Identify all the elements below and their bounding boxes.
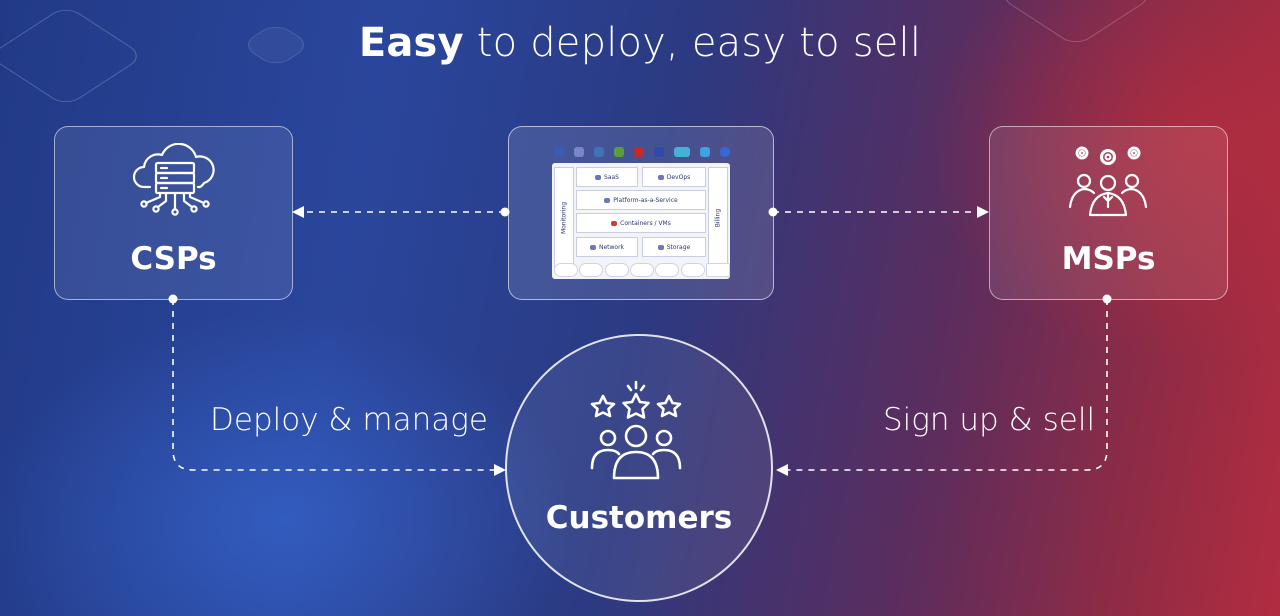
php-logo-icon: [574, 147, 584, 157]
containers-label: Containers / VMs: [620, 219, 671, 227]
python-logo-icon: [594, 147, 604, 157]
devops-label: DevOps: [666, 173, 691, 181]
team-gears-icon: [1068, 146, 1148, 217]
kubernetes-logo-icon: [720, 147, 730, 157]
arrow-head-customers-left: [494, 464, 506, 476]
technology-logos-row: [554, 145, 730, 159]
arrow-head-left: [292, 206, 304, 218]
csps-card: CSPs: [54, 126, 293, 300]
cloud-provider-logo-icon: [554, 263, 578, 277]
connector-dot: [500, 207, 510, 217]
ruby-logo-icon: [634, 147, 644, 157]
storage-label: Storage: [666, 243, 691, 251]
customers-label: Customers: [545, 500, 733, 536]
customers-node: Customers: [505, 334, 773, 602]
cloud-providers-row: [554, 263, 730, 277]
go-logo-icon: [674, 147, 690, 157]
saas-block: SaaS: [576, 167, 638, 187]
msps-card: MSPs: [989, 126, 1228, 300]
network-label: Network: [598, 243, 625, 251]
containers-block: Containers / VMs: [576, 213, 706, 233]
billing-label: Billing: [714, 208, 722, 228]
devops-block: DevOps: [642, 167, 706, 187]
msps-to-customers-line: [786, 299, 1108, 471]
cloud-provider-logo-icon: [629, 263, 654, 277]
cloud-provider-logo-icon: [680, 263, 705, 277]
paas-block: Platform-as-a-Service: [576, 190, 706, 210]
msps-label: MSPs: [1061, 241, 1156, 277]
network-block: Network: [576, 237, 638, 257]
cloud-provider-logo-icon: [579, 263, 604, 277]
monitoring-label: Monitoring: [560, 201, 568, 235]
arrow-head-right: [977, 206, 989, 218]
title-bold: Easy: [358, 20, 464, 66]
platform-card: Monitoring Billing SaaS DevOps Platform-…: [508, 126, 774, 300]
docker-logo-icon: [700, 147, 710, 157]
page-title: Easy to deploy, easy to sell: [0, 20, 1280, 66]
csps-label: CSPs: [130, 241, 217, 277]
cloud-provider-logo-icon: [705, 263, 730, 277]
sign-up-sell-label: Sign up & sell: [883, 402, 1096, 438]
cloud-server-icon: [132, 143, 215, 216]
title-rest: to deploy, easy to sell: [463, 20, 922, 66]
deploy-manage-label: Deploy & manage: [210, 402, 488, 438]
billing-block: Billing: [708, 167, 728, 269]
saas-label: SaaS: [604, 173, 619, 181]
arrow-head-customers-right: [776, 464, 788, 476]
platform-stack-diagram: Monitoring Billing SaaS DevOps Platform-…: [552, 163, 730, 279]
paas-label: Platform-as-a-Service: [613, 196, 678, 204]
storage-block: Storage: [642, 237, 706, 257]
monitoring-block: Monitoring: [554, 167, 574, 269]
dotnet-logo-icon: [654, 147, 664, 157]
csps-to-customers-line: [172, 299, 496, 471]
cloud-provider-logo-icon: [655, 263, 680, 277]
rated-customers-icon: [590, 380, 682, 480]
java-logo-icon: [554, 147, 564, 157]
cloud-provider-logo-icon: [604, 263, 629, 277]
nodejs-logo-icon: [614, 147, 624, 157]
